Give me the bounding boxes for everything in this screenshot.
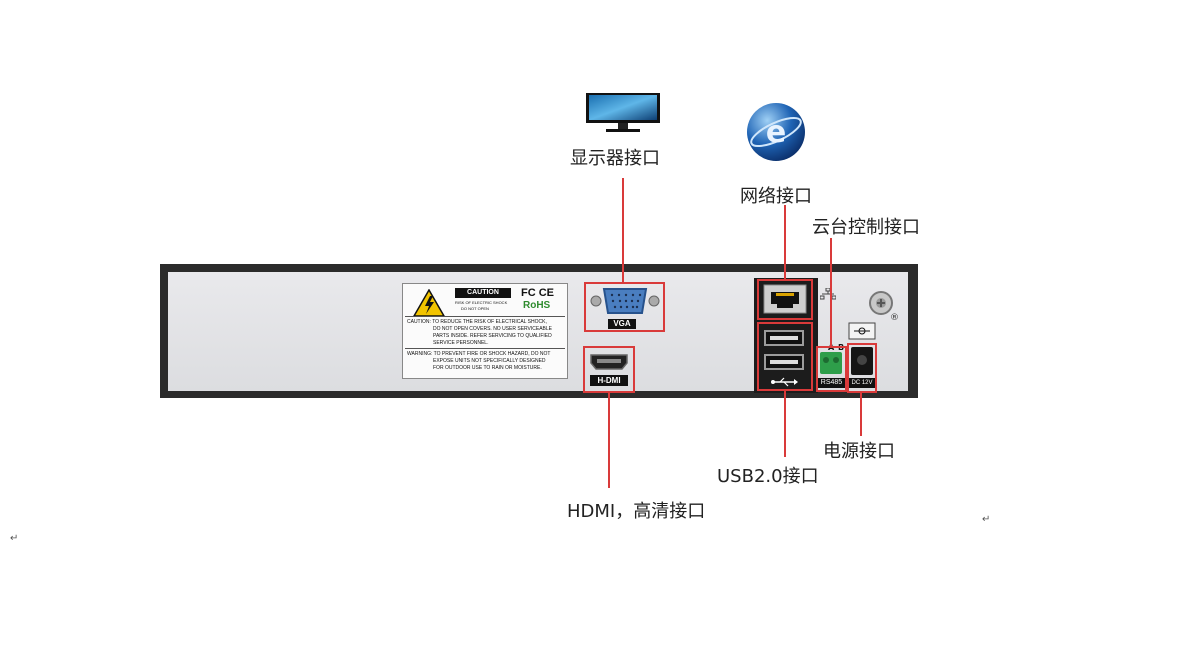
dc-power-highlight [847, 343, 877, 393]
hdmi-port-icon [590, 354, 628, 370]
caution-title: CAUTION [455, 288, 511, 298]
dc-jack [851, 347, 873, 375]
caution-divider-2 [405, 348, 565, 349]
rs485-terminal-screw-a [823, 357, 829, 363]
caution-line-6: EXPOSE UNITS NOT SPECIFICALLY DESIGNED [433, 358, 546, 364]
warning-triangle-icon [413, 289, 445, 317]
hdmi-interface-label: HDMI，高清接口 [567, 501, 706, 522]
caution-sub2: DO NOT OPEN [461, 306, 489, 311]
fcc-ce-mark: FC CE [521, 287, 554, 299]
ethernet-port-icon [763, 284, 807, 314]
ptz-connector-line [830, 238, 832, 346]
network-symbol-icon [820, 288, 836, 300]
lan-port-highlight [757, 279, 813, 320]
usb-port-1 [764, 330, 804, 346]
monitor-connector-line [622, 178, 624, 283]
vga-port-highlight [584, 282, 665, 332]
usb-connector-line [784, 390, 786, 457]
dc-polarity-icon [848, 322, 876, 340]
network-globe-icon: e [747, 103, 805, 161]
caution-line-4: SERVICE PERSONNEL. [433, 340, 489, 346]
caution-line-5: WARNING: TO PREVENT FIRE OR SHOCK HAZARD… [407, 351, 551, 357]
caution-line-7: FOR OUTDOOR USE TO RAIN OR MOISTURE. [433, 365, 542, 371]
caution-sub1: RISK OF ELECTRIC SHOCK [455, 300, 508, 305]
rs485-label: RS485 [818, 378, 845, 388]
usb-port-2-tongue [770, 360, 798, 364]
paragraph-mark-right: ↵ [982, 514, 991, 525]
monitor-icon [586, 93, 660, 132]
power-interface-label: 电源接口 [823, 441, 895, 462]
power-connector-line [860, 392, 862, 436]
caution-line-3: PARTS INSIDE. REFER SERVICING TO QUALIFI… [433, 333, 552, 339]
usb-port-1-tongue [770, 336, 798, 340]
rs485-port-highlight [816, 346, 847, 392]
caution-line-1: CAUTION: TO REDUCE THE RISK OF ELECTRICA… [407, 319, 547, 325]
rs485-terminal-screw-b [833, 357, 839, 363]
monitor-interface-label: 显示器接口 [570, 148, 660, 169]
svg-text:e: e [766, 115, 786, 150]
paragraph-mark-left: ↵ [10, 533, 19, 544]
usb-port-2 [764, 354, 804, 370]
rohs-mark: RoHS [523, 300, 551, 311]
ptz-control-interface-label: 云台控制接口 [812, 217, 920, 238]
rs485-terminal [820, 352, 842, 374]
vga-port-label: VGA [608, 319, 636, 329]
dc-label: DC 12V [849, 378, 875, 388]
usb-symbol-icon [771, 377, 798, 387]
registered-mark: ® [890, 313, 899, 323]
vga-port-icon [590, 288, 660, 314]
caution-divider-1 [405, 316, 565, 317]
dc-jack-hole [857, 355, 867, 365]
network-interface-label: 网络接口 [740, 186, 812, 207]
caution-sticker: CAUTION RISK OF ELECTRIC SHOCK DO NOT OP… [402, 283, 568, 379]
hdmi-port-label: H-DMI [590, 375, 628, 386]
ground-screw-icon [869, 291, 893, 315]
hdmi-connector-line [608, 392, 610, 488]
usb-interface-label: USB2.0接口 [717, 466, 819, 487]
caution-line-2: DO NOT OPEN COVERS. NO USER SERVICEABLE [433, 326, 553, 332]
network-connector-line [784, 205, 786, 280]
